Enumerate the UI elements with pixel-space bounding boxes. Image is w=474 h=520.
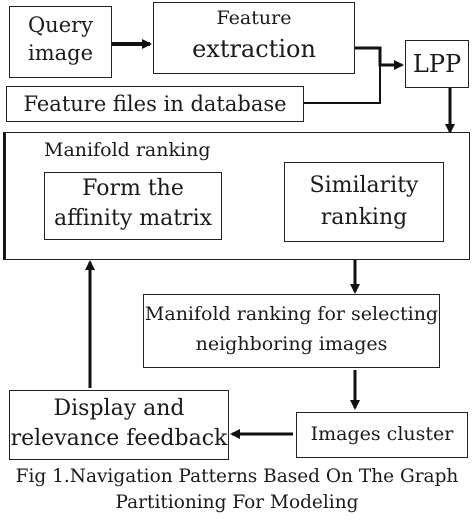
similarity-ranking-line1: Similarity [309, 173, 419, 198]
figure-caption-line2: Partitioning For Modeling [115, 492, 359, 513]
manifold-selecting-box: Manifold ranking for selecting neighbori… [143, 294, 440, 368]
feature-files-label: Feature files in database [23, 92, 287, 116]
feature-files-box: Feature files in database [6, 86, 304, 122]
affinity-matrix-line1: Form the [82, 176, 184, 201]
query-image-line1: Query [27, 13, 94, 37]
feature-extraction-box: Feature extraction [153, 2, 355, 74]
feature-extraction-line2: extraction [192, 35, 316, 63]
lpp-box: LPP [405, 40, 469, 88]
query-image-line2: image [27, 41, 94, 65]
display-feedback-line1: Display and [53, 396, 185, 421]
manifold-selecting-line2: neighboring images [195, 333, 388, 355]
manifold-ranking-label: Manifold ranking [44, 139, 211, 161]
manifold-selecting-line1: Manifold ranking for selecting [144, 303, 439, 325]
lpp-label: LPP [412, 50, 462, 78]
display-feedback-box: Display and relevance feedback [9, 390, 229, 460]
feature-extraction-line1: Feature [216, 7, 292, 29]
arrow-feature-to-lpp [355, 46, 404, 70]
similarity-ranking-line2: ranking [320, 205, 408, 230]
images-cluster-box: Images cluster [296, 412, 468, 458]
query-image-box: Query image [9, 6, 112, 78]
affinity-matrix-line2: affinity matrix [53, 206, 213, 231]
affinity-matrix-box: Form the affinity matrix [44, 172, 222, 240]
images-cluster-label: Images cluster [310, 423, 454, 445]
display-feedback-line2: relevance feedback [10, 426, 228, 451]
similarity-ranking-box: Similarity ranking [284, 162, 444, 242]
figure-caption-line1: Fig 1.Navigation Patterns Based On The G… [15, 466, 459, 487]
line-featurefiles-to-lpp [304, 65, 381, 104]
